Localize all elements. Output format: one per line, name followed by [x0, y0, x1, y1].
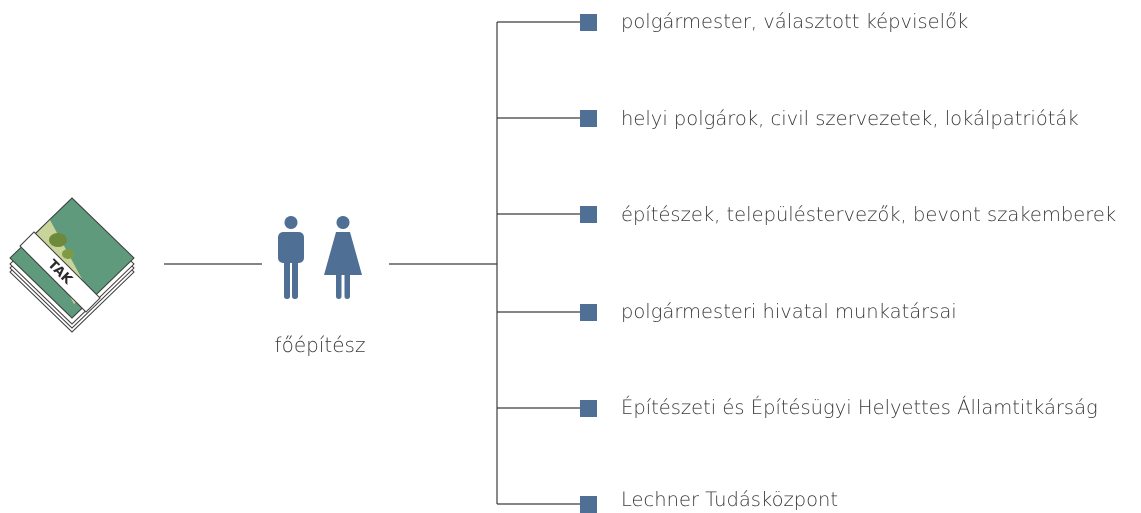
stakeholder-marker-5: [580, 400, 597, 417]
man-woman-icon: [276, 216, 366, 302]
stakeholder-label-6: Lechner Tudásközpont: [621, 488, 839, 511]
tak-book-icon: TAK: [6, 192, 138, 338]
man-icon: [278, 216, 304, 299]
stakeholder-marker-4: [580, 304, 597, 321]
stakeholder-label-4: polgármesteri hivatal munkatársai: [621, 300, 957, 323]
stakeholder-marker-6: [580, 496, 597, 513]
stakeholder-label-5: Építészeti és Építésügyi Helyettes Állam…: [621, 396, 1098, 419]
stakeholder-label-3: építészek, településtervezők, bevont sza…: [621, 203, 1117, 226]
stakeholder-marker-3: [580, 206, 597, 223]
woman-icon: [324, 216, 362, 299]
stakeholder-label-2: helyi polgárok, civil szervezetek, lokál…: [621, 107, 1079, 130]
role-label: főépítész: [274, 333, 366, 357]
stakeholder-marker-2: [580, 110, 597, 127]
stakeholder-marker-1: [580, 14, 597, 31]
stakeholder-label-1: polgármester, választott képviselők: [621, 10, 969, 33]
